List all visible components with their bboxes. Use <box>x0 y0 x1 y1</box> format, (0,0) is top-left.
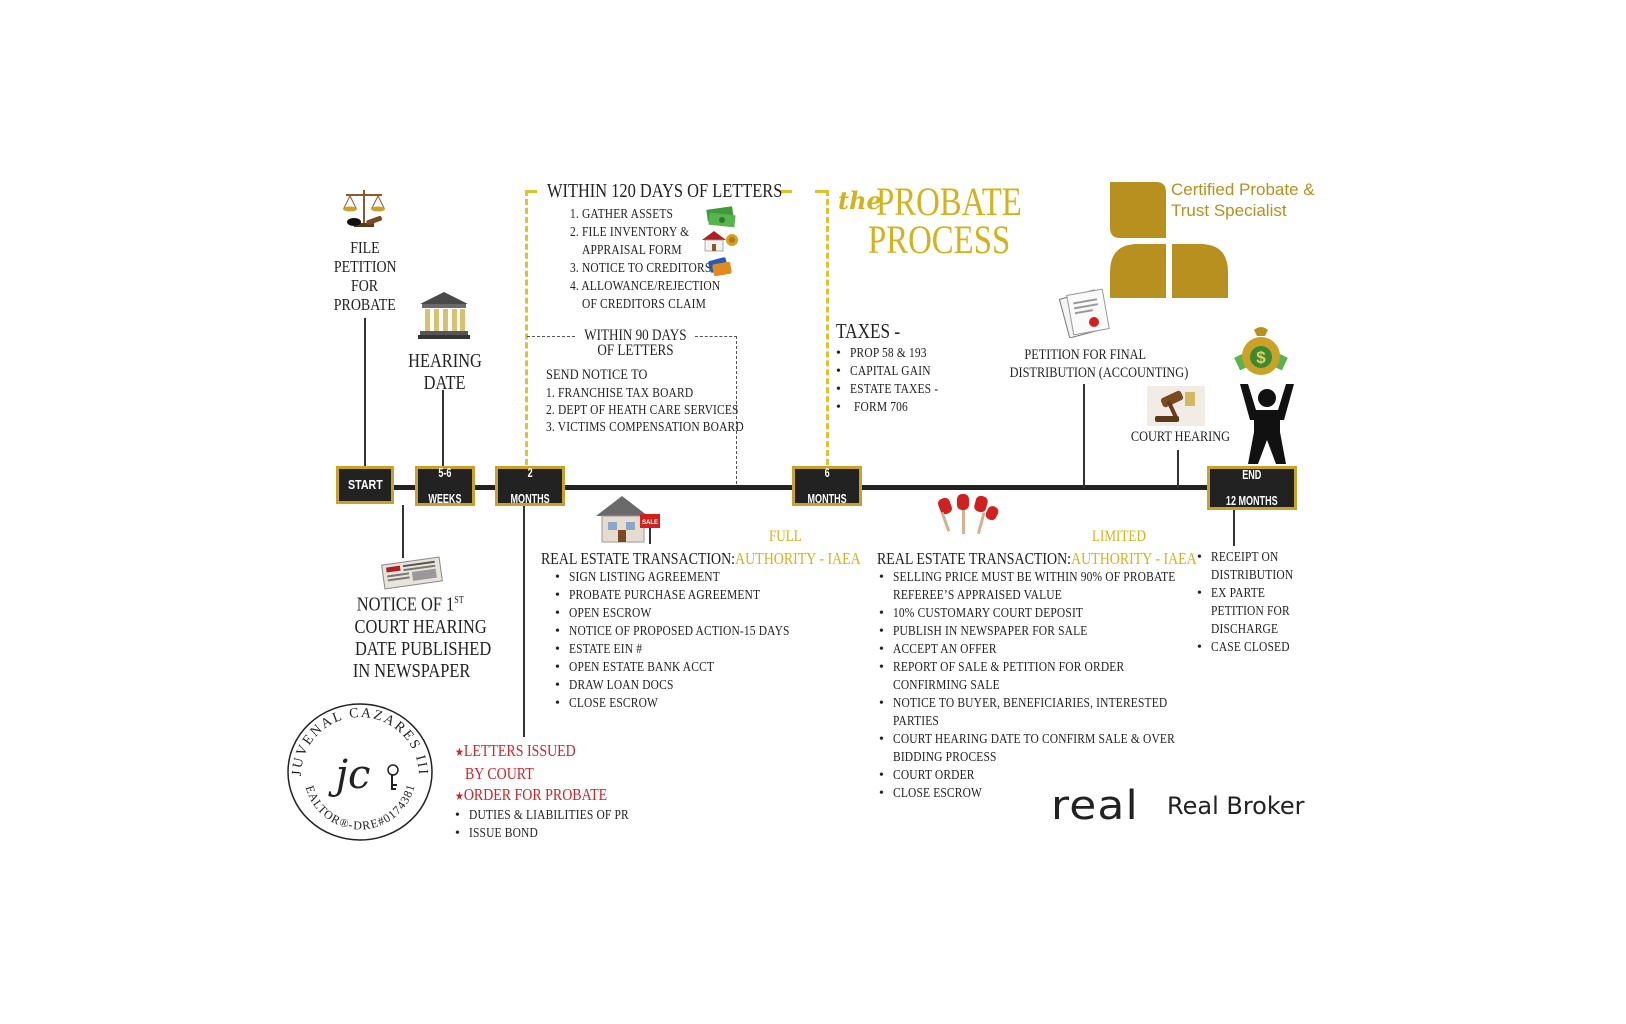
re-limited-item: ACCEPT AN OFFER <box>879 641 1267 659</box>
timeline-start-box: START <box>336 466 394 504</box>
re-full-item: DRAW LOAN DOCS <box>555 677 931 695</box>
connector-court-hearing <box>1177 450 1179 488</box>
certified-line1: Certified Probate & <box>1171 180 1315 199</box>
money-icon <box>705 204 737 235</box>
svg-text:SALE: SALE <box>642 520 658 526</box>
taxes-item: PROP 58 & 193 <box>836 345 958 363</box>
re-full-item: OPEN ESTATE BANK ACCT <box>555 659 931 677</box>
within120-frame-topright <box>780 190 792 193</box>
re-limited-item: NOTICE TO BUYER, BENEFICIARIES, INTEREST… <box>879 695 1267 731</box>
real-broker-logo: real Real Broker <box>1051 786 1305 826</box>
newspaper-icon <box>377 555 447 596</box>
probate-frame-left <box>826 190 829 465</box>
document-seal-icon <box>1058 288 1110 343</box>
re-limited-section: REAL ESTATE TRANSACTION:AUTHORITY - IAEA… <box>877 549 1267 803</box>
celebrating-person-icon <box>1238 384 1296 471</box>
re-full-flag: FULL <box>769 528 802 545</box>
within90-heading: WITHIN 90 DAYS OF LETTERS <box>583 327 687 359</box>
taxes-heading: TAXES - <box>836 319 901 343</box>
credit-cards-icon <box>707 257 733 282</box>
re-full-item: NOTICE OF PROPOSED ACTION-15 DAYS <box>555 623 931 641</box>
connector-hearing <box>442 390 444 468</box>
court-hearing-label: COURT HEARING <box>1130 429 1231 445</box>
courthouse-icon <box>418 290 470 345</box>
re-full-item: OPEN ESCROW <box>555 605 931 623</box>
re-full-item: SIGN LISTING AGREEMENT <box>555 569 931 587</box>
within90-frame-top-right <box>695 336 737 337</box>
hearing-date-label: HEARING DATE <box>408 350 482 394</box>
within120-frame-topleft <box>525 190 537 193</box>
taxes-item: ESTATE TAXES - <box>836 381 958 399</box>
letters-item: ISSUE BOND <box>455 825 664 843</box>
letters-section: ★LETTERS ISSUED BY COURT ★ORDER FOR PROB… <box>455 741 664 843</box>
within90-list: SEND NOTICE TO 1. FRANCHISE TAX BOARD 2.… <box>546 367 744 435</box>
re-limited-item: REPORT OF SALE & PETITION FOR ORDERCONFI… <box>879 659 1267 695</box>
gavel-icon <box>1147 386 1205 431</box>
taxes-item-cont: FORM 706 <box>836 399 958 417</box>
certified-line2: Trust Specialist <box>1171 201 1287 220</box>
title-process: PROCESS <box>868 217 1011 262</box>
title-probate: PROBATE <box>876 179 1022 224</box>
connector-letters <box>523 505 525 737</box>
within90-frame-top <box>527 336 575 337</box>
letters-item: DUTIES & LIABILITIES OF PR <box>455 807 664 825</box>
svg-text:$: $ <box>1256 348 1266 367</box>
within120-frame-left <box>525 190 528 465</box>
re-limited-item: CLOSE ESCROW <box>879 785 1267 803</box>
title-the: the <box>838 186 882 215</box>
re-limited-item: COURT ORDER <box>879 767 1267 785</box>
certified-logo-mark <box>1110 182 1228 298</box>
re-full-section: REAL ESTATE TRANSACTION:AUTHORITY - IAEA… <box>541 549 931 713</box>
file-petition-label: FILE PETITION FOR PROBATE <box>333 238 397 314</box>
re-full-item: ESTATE EIN # <box>555 641 931 659</box>
taxes-item: CAPITAL GAIN <box>836 363 958 381</box>
seal-monogram: jc <box>328 752 371 798</box>
certified-text: Certified Probate & Trust Specialist <box>1171 179 1315 221</box>
connector-petition-final <box>1083 384 1085 488</box>
connector-start <box>364 318 366 468</box>
re-limited-item: PUBLISH IN NEWSPAPER FOR SALE <box>879 623 1267 641</box>
money-bag-icon: $ <box>1232 322 1290 385</box>
connector-end <box>1233 508 1235 546</box>
probate-frame-top <box>815 190 827 193</box>
petition-final-label: PETITION FOR FINAL DISTRIBUTION (ACCOUNT… <box>1009 347 1189 381</box>
for-sale-house-icon: SALE <box>592 492 664 551</box>
taxes-section: TAXES - PROP 58 & 193 CAPITAL GAIN ESTAT… <box>836 320 958 417</box>
re-limited-item: COURT HEARING DATE TO CONFIRM SALE & OVE… <box>879 731 1267 767</box>
within120-list: 1. GATHER ASSETS 2. FILE INVENTORY & APP… <box>570 207 721 312</box>
real-logo-mark: real <box>1051 783 1139 829</box>
scales-icon <box>340 186 388 237</box>
realtor-seal: JUVENAL CAZARES III REALTOR®-DRE#0174381… <box>280 689 435 847</box>
bidding-paddles-icon <box>935 492 1001 549</box>
key-icon <box>387 764 399 790</box>
re-full-item: PROBATE PURCHASE AGREEMENT <box>555 587 931 605</box>
notice-first-hearing-label: NOTICE OF 1ST COURT HEARING DATE PUBLISH… <box>352 593 492 682</box>
real-broker-text: Real Broker <box>1167 792 1305 820</box>
house-icon <box>700 228 740 259</box>
within120-heading: WITHIN 120 DAYS OF LETTERS <box>547 180 783 202</box>
certified-logo <box>1110 182 1230 302</box>
re-limited-flag: LIMITED <box>1092 528 1146 545</box>
re-limited-item: SELLING PRICE MUST BE WITHIN 90% OF PROB… <box>879 569 1267 605</box>
connector-notice <box>402 505 404 558</box>
within90-frame-right <box>736 336 737 484</box>
re-limited-item: 10% CUSTOMARY COURT DEPOSIT <box>879 605 1267 623</box>
end-item: CASE CLOSED <box>1197 639 1311 657</box>
re-full-item: CLOSE ESCROW <box>555 695 931 713</box>
